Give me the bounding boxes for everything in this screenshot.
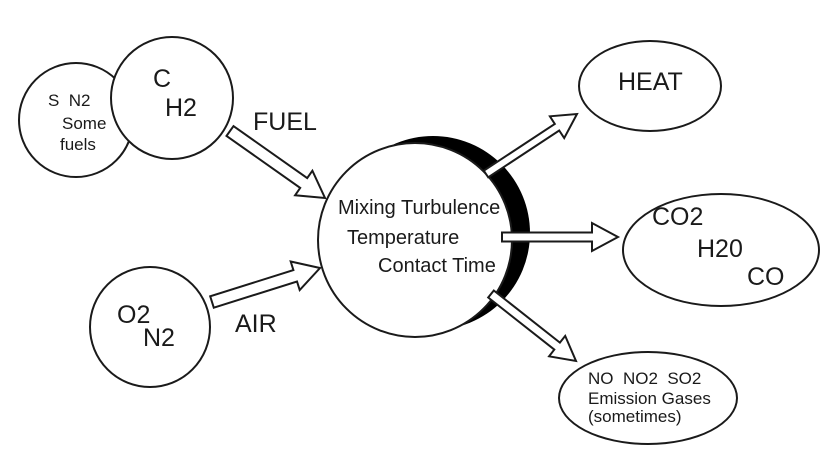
fuel-secondary-line3: fuels xyxy=(60,135,96,154)
process-line3: Contact Time xyxy=(378,255,496,277)
fuel-arrow-label: FUEL xyxy=(253,108,317,136)
fuel-primary-line1: C xyxy=(153,65,172,93)
fuel-arrow xyxy=(225,124,327,200)
products-arrow xyxy=(501,221,621,253)
air-line2: N2 xyxy=(143,324,175,352)
air-arrow xyxy=(208,260,322,309)
heat-ellipse xyxy=(578,40,722,132)
air-line1: O2 xyxy=(117,301,151,329)
products-line3: CO xyxy=(747,263,785,291)
products-line1: CO2 xyxy=(652,203,704,231)
fuel-secondary-line1: S N2 xyxy=(48,91,91,110)
emissions-ellipse xyxy=(558,351,738,445)
emissions-line3: (sometimes) xyxy=(588,407,682,426)
heat-arrow xyxy=(482,112,579,179)
fuel-primary-line2: H2 xyxy=(165,94,197,122)
process-circle xyxy=(317,142,513,338)
fuel-primary-circle xyxy=(110,36,234,160)
heat-label: HEAT xyxy=(618,68,683,96)
fuel-secondary-line2: Some xyxy=(62,114,107,133)
products-line2: H20 xyxy=(697,235,743,263)
emissions-line2: Emission Gases xyxy=(588,389,711,408)
process-line2: Temperature xyxy=(347,227,460,249)
air-circle xyxy=(89,266,211,388)
process-line1: Mixing Turbulence xyxy=(338,197,501,219)
emissions-line1: NO NO2 SO2 xyxy=(588,369,702,388)
emissions-arrow xyxy=(486,289,578,363)
products-ellipse xyxy=(622,193,820,307)
air-arrow-label: AIR xyxy=(235,310,277,338)
